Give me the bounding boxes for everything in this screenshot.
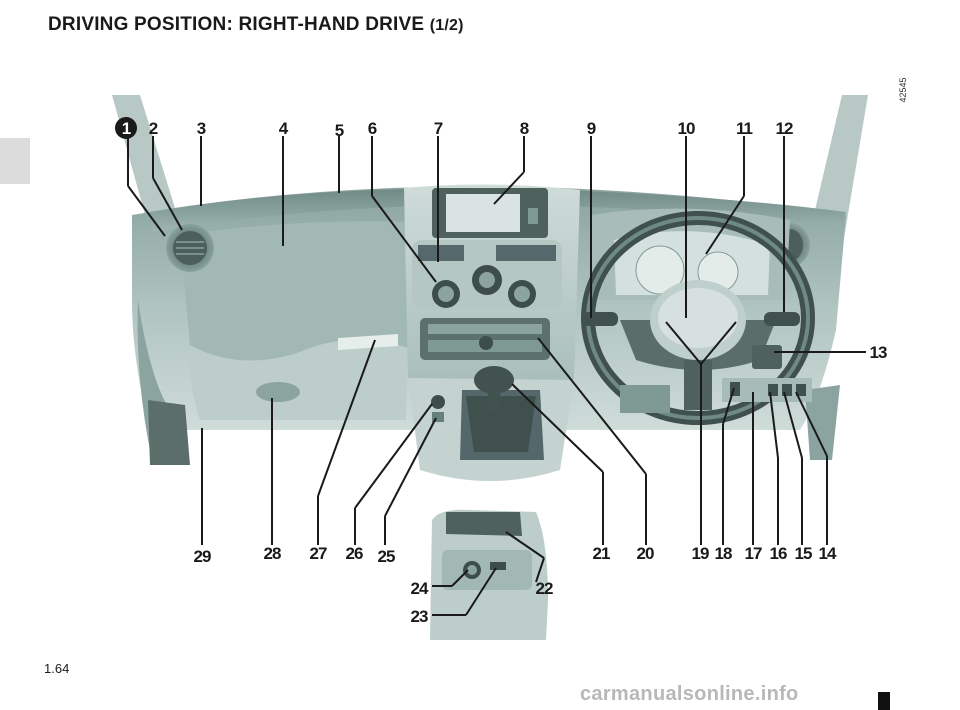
callout-7: 7 [434,119,443,138]
page-number: 1.64 [44,661,70,676]
callout-2: 2 [149,119,158,138]
callout-12: 12 [776,119,793,138]
callout-16: 16 [770,544,787,563]
callout-18: 18 [715,544,732,563]
callout-20: 20 [637,544,654,563]
callout-24: 24 [411,579,429,598]
callout-3: 3 [197,119,206,138]
callout-1: 1 [122,119,131,138]
watermark: carmanualsonline.info [580,683,799,705]
callout-19: 19 [692,544,709,563]
callout-17: 17 [745,544,762,563]
leader-lines [127,136,866,616]
center-console [404,184,580,384]
callout-5: 5 [335,121,344,140]
callout-23: 23 [411,607,428,626]
callout-1-badge [115,117,137,139]
callout-13: 13 [870,343,887,362]
callout-4: 4 [279,119,289,138]
page-title-main: DRIVING POSITION: RIGHT-HAND DRIVE [48,14,425,35]
callout-14: 14 [819,544,837,563]
callout-9: 9 [587,119,596,138]
callout-25: 25 [378,547,395,566]
callout-27: 27 [310,544,327,563]
callout-21: 21 [593,544,610,563]
callout-6: 6 [368,119,377,138]
page-title-suffix: (1/2) [429,17,464,34]
left-air-vent [166,224,214,272]
callout-8: 8 [520,119,529,138]
callout-10: 10 [678,119,695,138]
callout-28: 28 [264,544,281,563]
callout-22: 22 [536,579,553,598]
callout-labels: 1 2 3 4 5 6 7 8 9 10 11 12 13 14 15 16 1… [115,117,888,626]
rear-console [430,509,548,640]
callout-11: 11 [736,119,753,138]
callout-26: 26 [346,544,363,563]
callout-15: 15 [795,544,812,563]
section-tab [0,138,30,184]
callout-29: 29 [194,547,211,566]
page-title: DRIVING POSITION: RIGHT-HAND DRIVE (1/2) [48,14,464,36]
corner-mark [878,692,890,710]
